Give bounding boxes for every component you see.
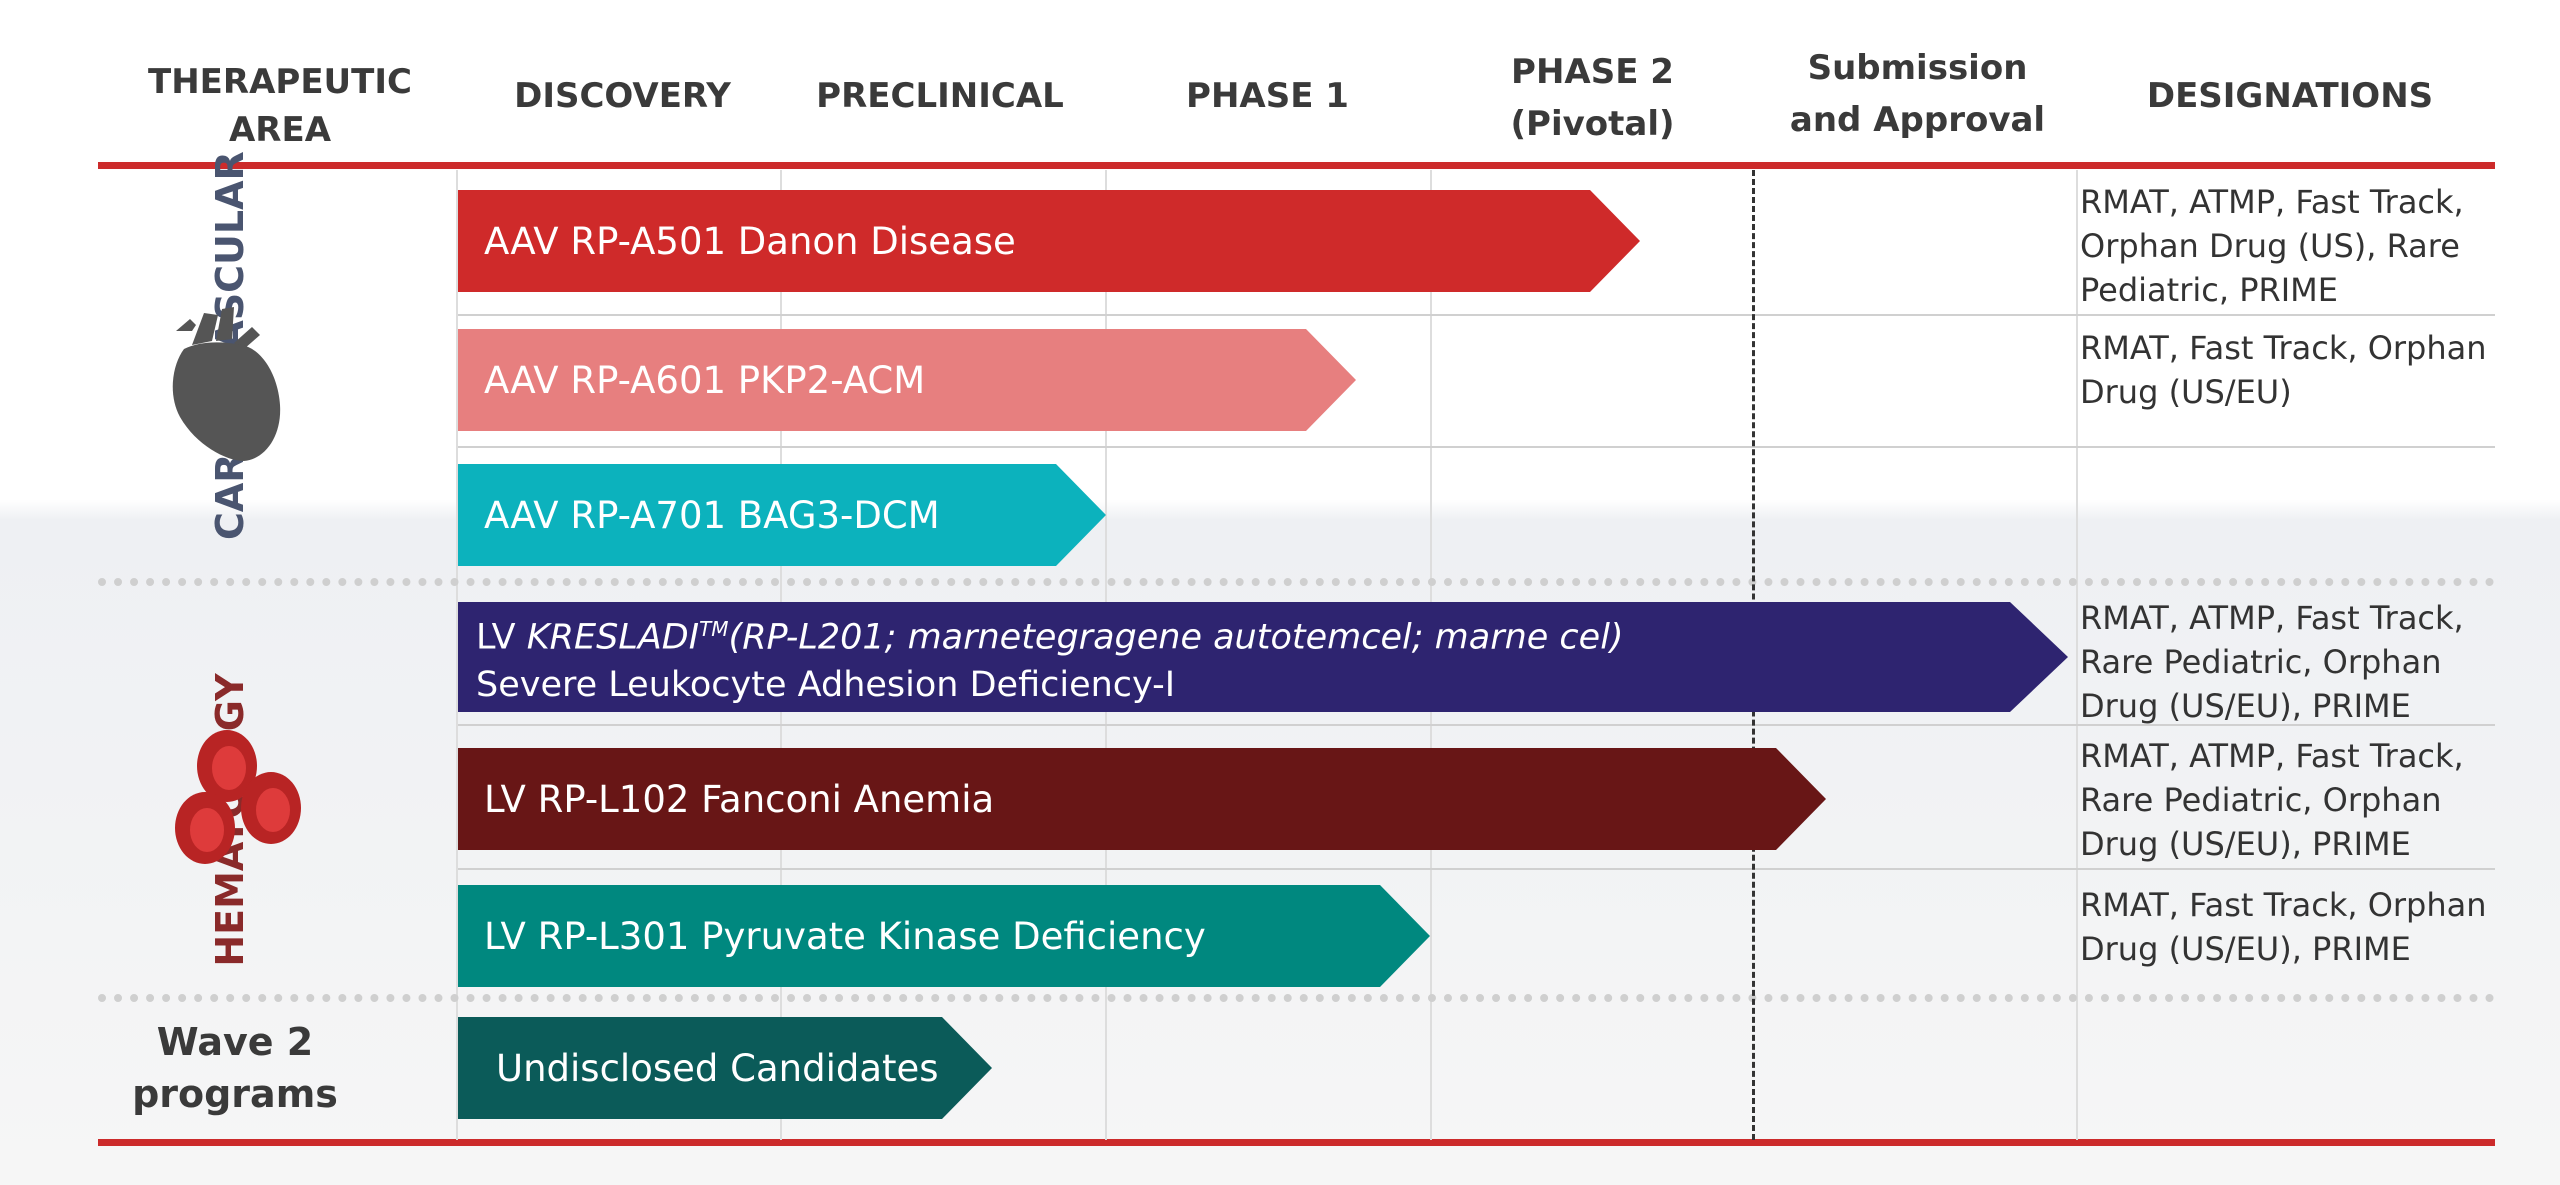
program-bar-body: AAV RP-A501 Danon Disease — [458, 190, 1590, 292]
designations-pkp2: RMAT, Fast Track, Orphan Drug (US/EU) — [2080, 329, 2487, 411]
program-label-brand: KRESLADI — [526, 617, 700, 658]
header-submission-line2: and Approval — [1789, 100, 2046, 140]
header-phase-2-line1: PHASE 2 — [1511, 52, 1674, 92]
program-label: AAV RP-A501 Danon Disease — [484, 219, 1016, 263]
header-preclinical: PRECLINICAL — [816, 76, 1064, 116]
header-submission-line1: Submission — [1807, 48, 2028, 88]
header-discovery: DISCOVERY — [514, 76, 731, 116]
header-submission: Submission and Approval — [1755, 42, 2080, 146]
header-therapeutic-area: THERAPEUTIC AREA — [148, 62, 412, 150]
section-divider — [98, 578, 2495, 586]
program-bar-body: LV KRESLADITM(RP-L201; marnetegragene au… — [458, 602, 2010, 712]
program-bar-body: LV RP-L102 Fanconi Anemia — [458, 748, 1776, 850]
header-phase-2-line2: (Pivotal) — [1510, 104, 1675, 144]
program-label-tm: TM — [699, 616, 729, 641]
program-label-rest: (RP-L201; marnetegragene autotemcel; mar… — [728, 617, 1624, 658]
designations-danon: RMAT, ATMP, Fast Track, Orphan Drug (US)… — [2080, 183, 2464, 309]
footer-rule — [98, 1139, 2495, 1146]
red-blood-cells-icon — [175, 730, 301, 864]
section-divider — [98, 994, 2495, 1002]
designations-kresladi: RMAT, ATMP, Fast Track, Rare Pediatric, … — [2080, 599, 2464, 725]
program-bar-arrowhead — [2010, 602, 2068, 712]
program-bar-body: AAV RP-A701 BAG3-DCM — [458, 464, 1056, 566]
row-separator — [458, 868, 2495, 870]
program-label: AAV RP-A601 PKP2-ACM — [484, 358, 926, 402]
grid-col-6 — [2076, 170, 2078, 1140]
header-rule — [98, 162, 2495, 169]
area-label-wave2: Wave 2 programs — [132, 1020, 338, 1116]
program-bar-arrowhead — [1056, 464, 1106, 566]
program-label: LV RP-L102 Fanconi Anemia — [484, 777, 995, 821]
program-bar-body: LV RP-L301 Pyruvate Kinase Deficiency — [458, 885, 1380, 987]
row-separator — [458, 314, 2495, 316]
program-label-line2: Severe Leukocyte Adhesion Deficiency-I — [476, 665, 1176, 706]
program-label-prefix: LV — [476, 617, 527, 658]
heart-icon — [172, 307, 281, 461]
row-separator — [458, 724, 2495, 726]
header-phase-1: PHASE 1 — [1186, 76, 1349, 116]
program-bar-arrowhead — [1776, 748, 1826, 850]
program-bar-body: AAV RP-A601 PKP2-ACM — [458, 329, 1306, 431]
program-bar-body: Undisclosed Candidates — [458, 1017, 942, 1119]
grid-col-1 — [456, 170, 458, 1140]
program-label: LV RP-L301 Pyruvate Kinase Deficiency — [484, 914, 1206, 958]
row-separator — [458, 446, 2495, 448]
header-phase-2: PHASE 2 (Pivotal) — [1430, 46, 1755, 150]
program-bar-arrowhead — [1306, 329, 1356, 431]
program-label: AAV RP-A701 BAG3-DCM — [484, 493, 940, 537]
header-designations: DESIGNATIONS — [2146, 76, 2434, 116]
program-bar-arrowhead — [1590, 190, 1640, 292]
program-label: Undisclosed Candidates — [496, 1046, 939, 1090]
program-bar-arrowhead — [942, 1017, 992, 1119]
program-label-line1: LV KRESLADITM(RP-L201; marnetegragene au… — [476, 605, 1624, 662]
designations-fanconi: RMAT, ATMP, Fast Track, Rare Pediatric, … — [2080, 737, 2464, 863]
program-bar-arrowhead — [1380, 885, 1430, 987]
designations-pyruvate: RMAT, Fast Track, Orphan Drug (US/EU), P… — [2080, 886, 2487, 968]
